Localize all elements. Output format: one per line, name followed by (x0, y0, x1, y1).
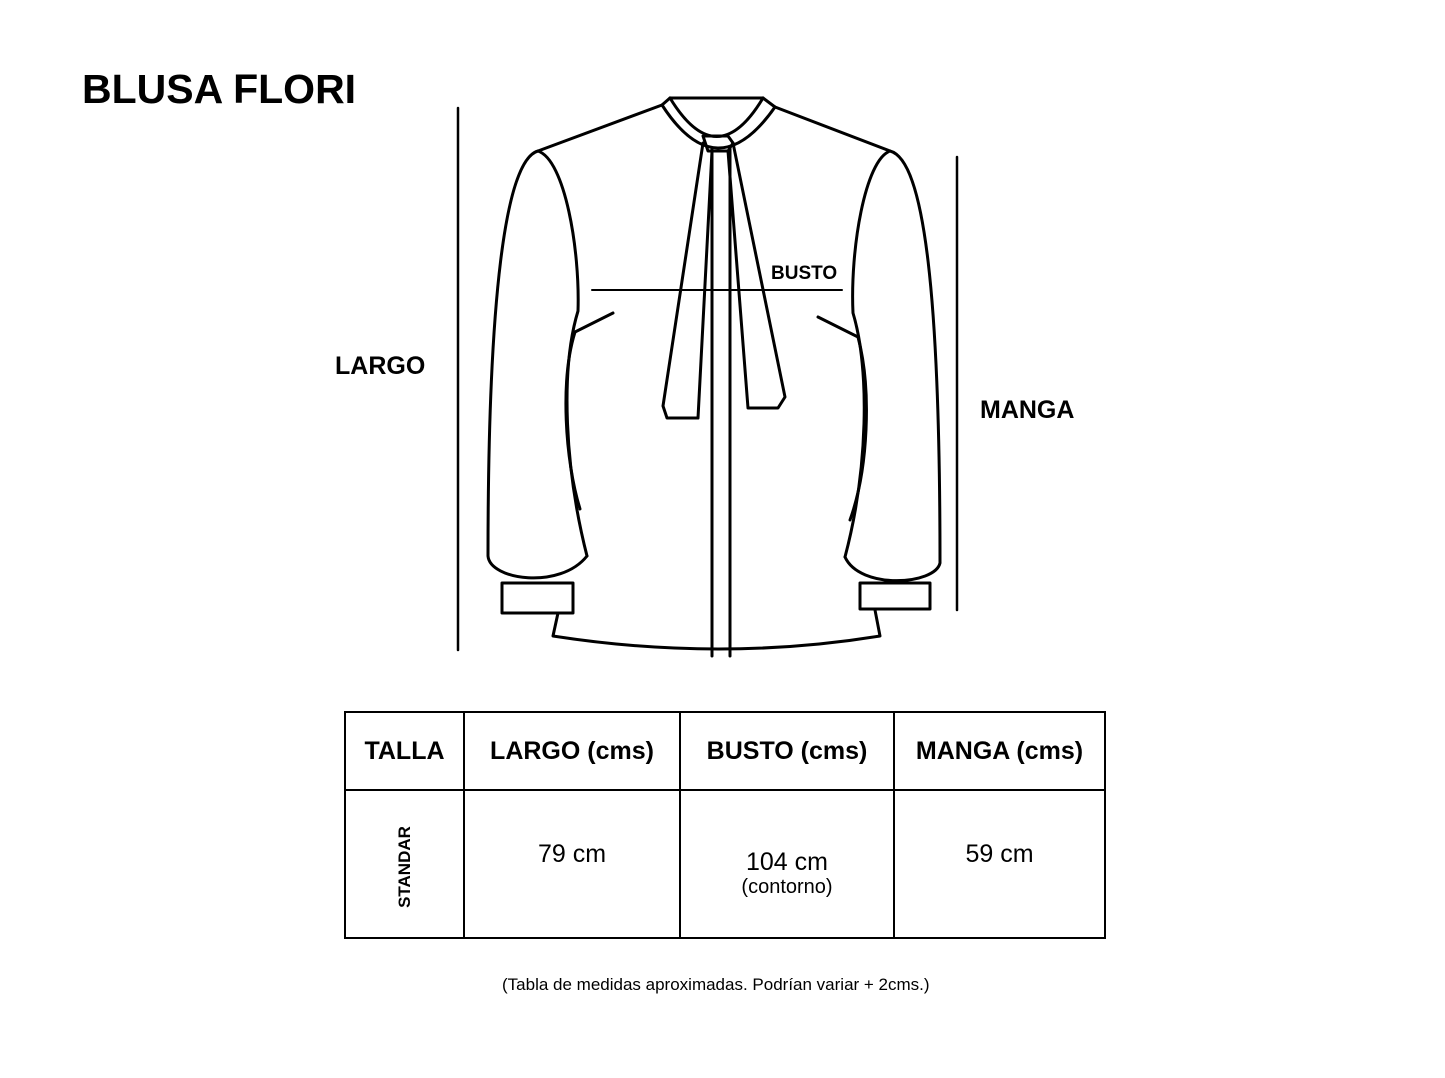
cell-busto: 104 cm(contorno) (679, 789, 895, 939)
table-header-row: TALLA LARGO (cms) BUSTO (cms) MANGA (cms… (344, 711, 1106, 791)
footnote: (Tabla de medidas aproximadas. Podrían v… (502, 975, 930, 994)
header-largo: LARGO (cms) (463, 711, 681, 791)
cell-talla: STANDAR (344, 789, 465, 939)
blouse-outline (486, 96, 942, 658)
manga-value: 59 cm (965, 839, 1034, 868)
header-busto: BUSTO (cms) (679, 711, 895, 791)
header-manga: MANGA (cms) (893, 711, 1106, 791)
product-title: BLUSA FLORI (82, 66, 357, 112)
table-row: STANDAR 79 cm 104 cm(contorno) 59 cm (344, 789, 1106, 939)
cell-largo: 79 cm (463, 789, 681, 939)
talla-value: STANDAR (394, 825, 414, 908)
cell-manga: 59 cm (893, 789, 1106, 939)
blouse-diagram (456, 96, 959, 658)
manga-label: MANGA (980, 396, 1075, 424)
largo-value: 79 cm (537, 839, 607, 868)
largo-label: LARGO (335, 352, 426, 380)
busto-note: (contorno) (741, 875, 833, 898)
size-table: TALLA LARGO (cms) BUSTO (cms) MANGA (cms… (344, 711, 1106, 939)
busto-value: 104 cm (746, 847, 828, 876)
header-talla: TALLA (344, 711, 465, 791)
busto-label: BUSTO (771, 263, 838, 284)
